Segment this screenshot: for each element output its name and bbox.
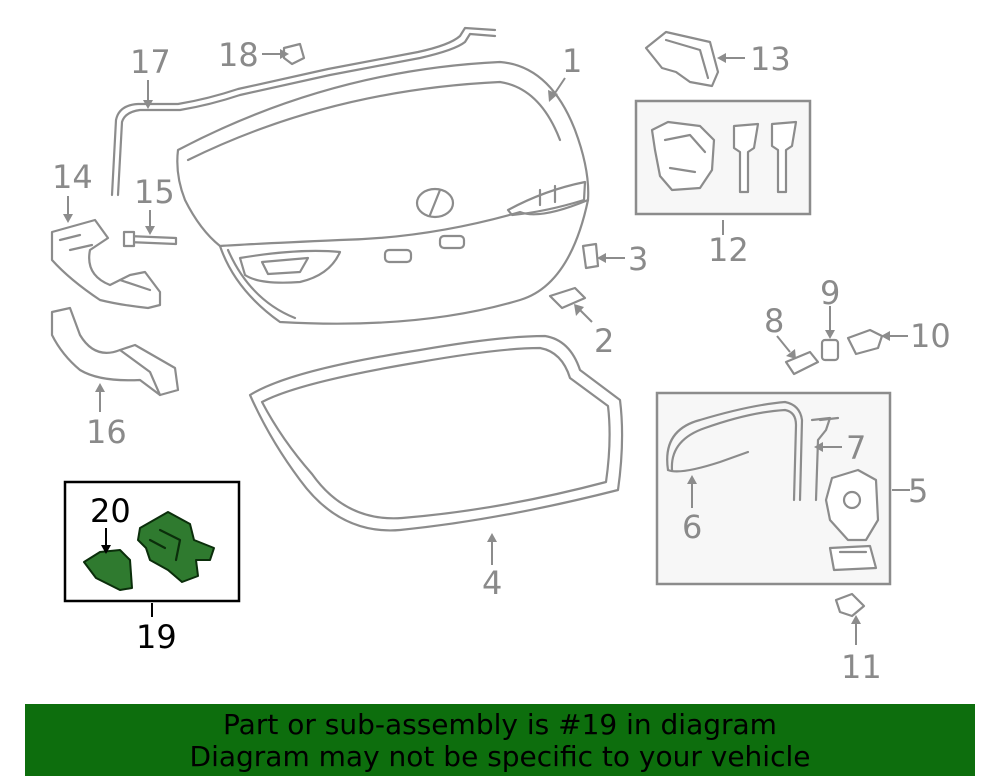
banner-line-2: Diagram may not be specific to your vehi… [189,740,811,773]
part-5-lock-assembly [824,468,880,572]
callout-7: 7 [846,429,866,467]
part-15-bolt [122,230,178,248]
part-8-switch [784,350,820,376]
part-11-striker [834,592,866,618]
callout-15: 15 [134,173,175,211]
callout-17: 17 [130,43,171,81]
part-7-rod [810,416,840,502]
part-20-lock-cover[interactable] [83,549,133,591]
callout-10: 10 [910,317,951,355]
callout-11: 11 [841,648,882,686]
callout-2: 2 [594,322,614,360]
callout-1: 1 [562,42,582,80]
part-10-connector [846,328,884,356]
callout-3: 3 [628,240,648,278]
callout-8: 8 [764,302,784,340]
part-2-cushion [548,286,587,310]
part-1-trunk-lid [176,60,590,325]
banner-line-1: Part or sub-assembly is #19 in diagram [223,708,777,741]
part-9-grommet [820,338,840,362]
part-12-kit [650,120,798,194]
callout-5: 5 [908,472,928,510]
part-19-lock-assembly[interactable] [137,511,215,583]
part-4-weatherstrip [248,334,624,532]
callout-4: 4 [482,564,502,602]
parts-diagram: 1 17 18 14 15 16 13 [50,26,951,686]
callout-14: 14 [52,158,93,196]
callout-13: 13 [750,40,791,78]
callout-20: 20 [90,492,131,530]
part-13-bracket [644,30,720,88]
part-16-hinge-cover [50,306,180,397]
callout-6: 6 [682,508,702,546]
part-17-support-rod [110,26,497,197]
part-6-cable [666,400,804,502]
callout-12: 12 [708,231,749,269]
callout-9: 9 [820,274,840,312]
callout-19: 19 [136,618,177,656]
callout-18: 18 [218,36,259,74]
part-3-bumper [581,242,600,270]
callout-16: 16 [86,413,127,451]
part-14-hinge [50,218,162,310]
notice-banner: Part or sub-assembly is #19 in diagram D… [25,704,975,776]
